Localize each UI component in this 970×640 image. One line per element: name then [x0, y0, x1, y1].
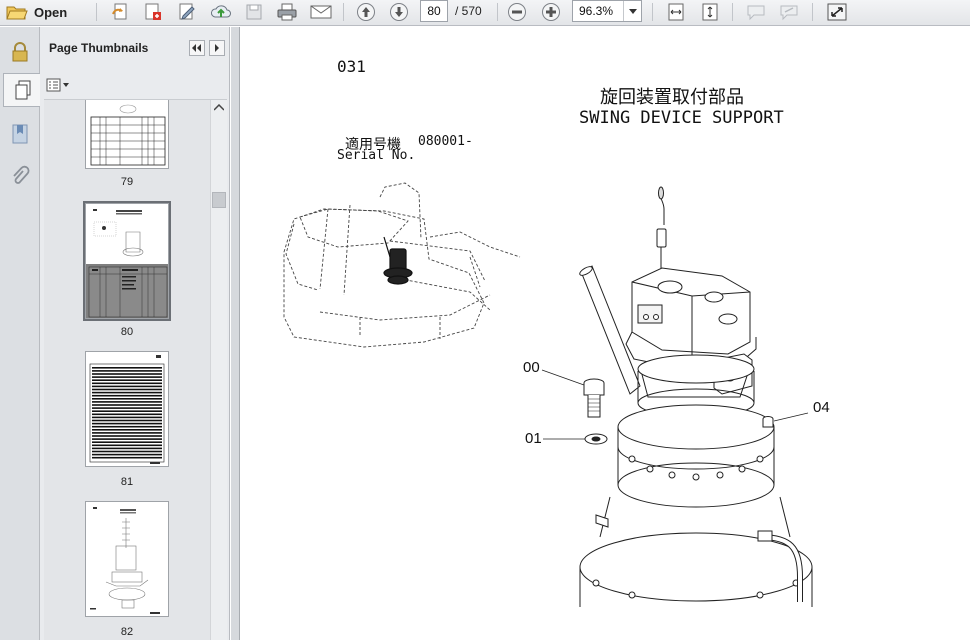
- save-button[interactable]: [242, 1, 266, 23]
- zoom-out-button[interactable]: [505, 1, 529, 23]
- thumbnail-page[interactable]: [85, 100, 169, 169]
- thumbnail-page-number: 79: [120, 176, 134, 188]
- save-icon: [246, 4, 262, 20]
- pages-icon: [15, 80, 30, 100]
- create-pdf-icon: [145, 3, 161, 20]
- panel-expand-button[interactable]: [209, 40, 225, 56]
- security-button[interactable]: [3, 35, 37, 69]
- thumbnails-panel: Page Thumbnails: [40, 27, 230, 640]
- zoom-in-icon: [542, 3, 560, 21]
- panel-title: Page Thumbnails: [49, 41, 149, 55]
- chevron-right-icon: [215, 44, 219, 52]
- open-folder-icon: [6, 6, 28, 20]
- thumbnail-page[interactable]: [85, 501, 169, 617]
- thumbnail-page-number: 80: [120, 326, 134, 338]
- bookmark-icon: [12, 124, 28, 144]
- page-number-input[interactable]: [420, 0, 448, 22]
- comment-button[interactable]: [744, 1, 768, 23]
- thumbnail-page-number: 81: [120, 476, 134, 488]
- document-page: 031 旋回装置取付部品 SWING DEVICE SUPPORT 適用号機 0…: [240, 27, 970, 640]
- edit-button[interactable]: [175, 1, 199, 23]
- callout-label: 00: [523, 359, 540, 376]
- thumbnail-scrollbar[interactable]: [210, 100, 227, 640]
- sign-button[interactable]: [777, 1, 801, 23]
- open-label: Open: [34, 4, 68, 20]
- navigation-pane-strip: [0, 27, 41, 640]
- zoom-in-button[interactable]: [539, 1, 563, 23]
- serial-label: Serial No.: [337, 148, 416, 163]
- thumbnail-options-button[interactable]: [46, 76, 72, 94]
- upload-icon: [211, 5, 231, 18]
- attachment-icon: [13, 165, 30, 184]
- panel-splitter[interactable]: [231, 27, 240, 640]
- fullscreen-button[interactable]: [824, 1, 850, 23]
- page-total: / 570: [455, 4, 482, 18]
- callout-label: 04: [813, 399, 830, 416]
- bookmarks-button[interactable]: [3, 117, 37, 151]
- edit-icon: [179, 3, 195, 20]
- thumbnail-page[interactable]: [85, 351, 169, 467]
- zoom-out-icon: [508, 3, 526, 21]
- fit-page-icon: [702, 3, 718, 21]
- scrollbar-thumb[interactable]: [212, 192, 226, 208]
- fullscreen-icon: [827, 3, 847, 21]
- page-return-button[interactable]: [108, 1, 132, 23]
- toolbar: Open: [0, 0, 970, 26]
- upload-button[interactable]: [208, 1, 234, 23]
- previous-page-button[interactable]: [354, 1, 378, 23]
- previous-page-icon: [357, 3, 375, 21]
- zoom-dropdown-icon[interactable]: [623, 1, 641, 21]
- fit-width-icon: [668, 3, 684, 21]
- zoom-select[interactable]: 96.3%: [572, 0, 642, 22]
- email-button[interactable]: [307, 1, 335, 23]
- attachments-button[interactable]: [3, 159, 37, 193]
- title-japanese: 旋回装置取付部品: [600, 87, 744, 108]
- scroll-up-icon[interactable]: [214, 104, 224, 112]
- zoom-value: 96.3%: [579, 4, 614, 18]
- thumbnail-page[interactable]: [83, 201, 171, 321]
- comment-icon: [747, 5, 765, 21]
- serial-from: 080001-: [418, 134, 473, 149]
- page-return-icon: [112, 3, 127, 20]
- lock-icon: [12, 42, 28, 62]
- title-english: SWING DEVICE SUPPORT: [579, 108, 784, 128]
- collapse-panel-button[interactable]: [189, 40, 205, 56]
- print-button[interactable]: [274, 1, 300, 23]
- next-page-icon: [390, 3, 408, 21]
- next-page-button[interactable]: [387, 1, 411, 23]
- callout-label: 01: [525, 430, 542, 447]
- page-code: 031: [337, 57, 366, 76]
- open-button[interactable]: Open: [6, 1, 82, 23]
- applicable-model-label: 適用号機: [345, 137, 401, 153]
- create-pdf-button[interactable]: [141, 1, 165, 23]
- page-thumbnails-button[interactable]: [3, 73, 41, 107]
- thumbnail-page-number: 82: [120, 626, 134, 638]
- options-menu-icon: [46, 78, 69, 92]
- print-icon: [277, 3, 297, 21]
- sign-icon: [780, 5, 798, 21]
- fit-page-button[interactable]: [698, 1, 722, 23]
- email-icon: [310, 5, 332, 19]
- panel-header: Page Thumbnails: [40, 27, 230, 69]
- double-chevron-left-icon: [192, 44, 201, 52]
- parts-drawing: [283, 182, 813, 607]
- thumbnail-list: 79: [44, 99, 227, 640]
- fit-width-button[interactable]: [664, 1, 688, 23]
